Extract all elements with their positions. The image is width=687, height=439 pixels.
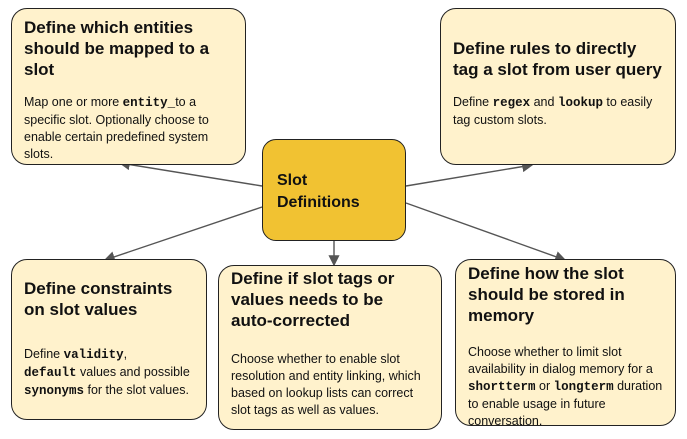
box-constraints: Define constraints on slot values Define… — [11, 259, 207, 420]
box-memory: Define how the slot should be stored in … — [455, 259, 676, 428]
box-rules-desc: Define regex and lookup to easily tag cu… — [453, 95, 653, 127]
arrow-to-rules — [405, 161, 534, 187]
box-constraints-title: Define constraints on slot values — [24, 279, 173, 319]
box-rules: Define rules to directly tag a slot from… — [440, 8, 676, 165]
arrow-to-entities — [118, 159, 263, 187]
box-entities: Define which entities should be mapped t… — [11, 8, 246, 165]
box-autocorrect-title: Define if slot tags or values needs to b… — [231, 269, 395, 330]
box-memory-title: Define how the slot should be stored in … — [468, 264, 625, 325]
arrow-to-constraints — [103, 206, 263, 263]
box-memory-desc: Choose whether to limit slot availabilit… — [468, 345, 663, 428]
box-autocorrect-desc: Choose whether to enable slot resolution… — [231, 352, 421, 417]
box-entities-desc: Map one or more entity_to a specific slo… — [24, 95, 209, 161]
box-autocorrect: Define if slot tags or values needs to b… — [218, 265, 442, 430]
box-entities-title: Define which entities should be mapped t… — [24, 18, 210, 79]
box-rules-title: Define rules to directly tag a slot from… — [453, 39, 662, 79]
box-constraints-desc: Define validity,default values and possi… — [24, 347, 190, 398]
arrow-to-memory — [405, 202, 567, 262]
